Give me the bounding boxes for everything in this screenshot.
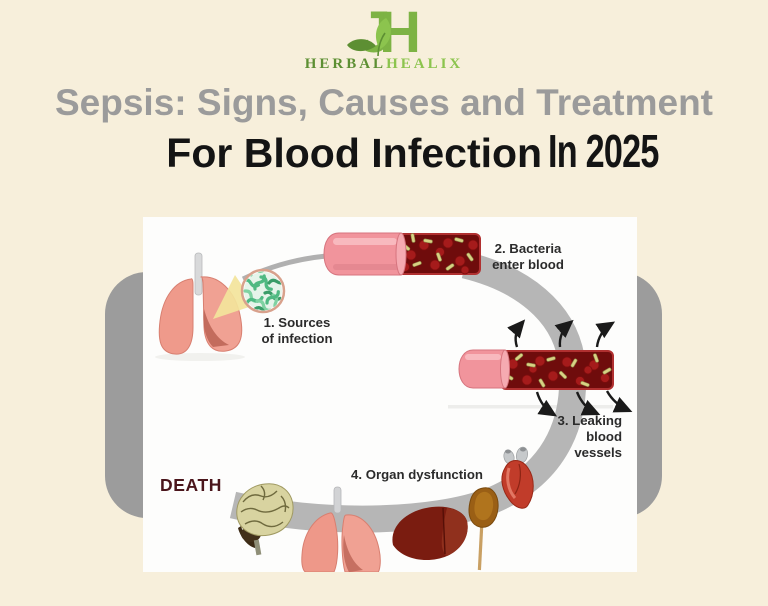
label-sources-line1: 1. Sources <box>264 315 331 330</box>
blood-vessel-icon <box>323 232 481 276</box>
logo-wordmark-left: HERBAL <box>304 56 387 72</box>
lungs-icon <box>158 252 243 355</box>
brain-icon <box>236 483 294 556</box>
death-label: DEATH <box>160 475 222 495</box>
label-organ-dysfunction: 4. Organ dysfunction <box>351 467 483 482</box>
leaf-stem <box>377 32 386 57</box>
subtitle-year: In 2025 <box>548 125 659 178</box>
floor-line <box>448 405 613 409</box>
lungs-shadow <box>155 353 245 361</box>
subtitle-main: For Blood Infection <box>166 130 543 176</box>
sepsis-diagram-panel: 1. Sources of infection 2. Bacteria ente… <box>143 217 637 572</box>
brain-gyri <box>240 485 290 528</box>
logo-monogram-icon: JH <box>347 0 429 65</box>
label-leaking-line3: vessels <box>574 445 622 460</box>
liver-icon <box>392 506 468 561</box>
bacteria-rods <box>504 353 612 388</box>
page-title: Sepsis: Signs, Causes and Treatment <box>55 82 713 123</box>
label-leaking-line2: blood <box>586 429 622 444</box>
label-bacteria-line1: 2. Bacteria <box>495 241 562 256</box>
sepsis-cycle-diagram: 1. Sources of infection 2. Bacteria ente… <box>155 232 633 572</box>
red-blood-cells <box>507 355 610 386</box>
kidney-icon <box>468 487 499 571</box>
logo-wordmark: HERBALHEALIX <box>0 56 768 73</box>
label-sources-line2: of infection <box>261 331 332 346</box>
bacteria-magnifier-icon <box>240 268 286 314</box>
label-leaking-line1: 3. Leaking <box>558 413 623 428</box>
leak-arrows <box>507 319 633 417</box>
logo: JH <box>0 0 768 65</box>
magnifier-beam <box>213 275 255 319</box>
leaf-icon <box>347 39 376 52</box>
leaf-icon <box>375 18 391 49</box>
small-lungs-icon <box>301 486 381 572</box>
heart-icon <box>501 446 534 509</box>
label-bacteria-line2: enter blood <box>492 257 564 272</box>
leaking-blood-vessel-icon <box>458 319 633 417</box>
logo-wordmark-right: HEALIX <box>386 56 464 72</box>
